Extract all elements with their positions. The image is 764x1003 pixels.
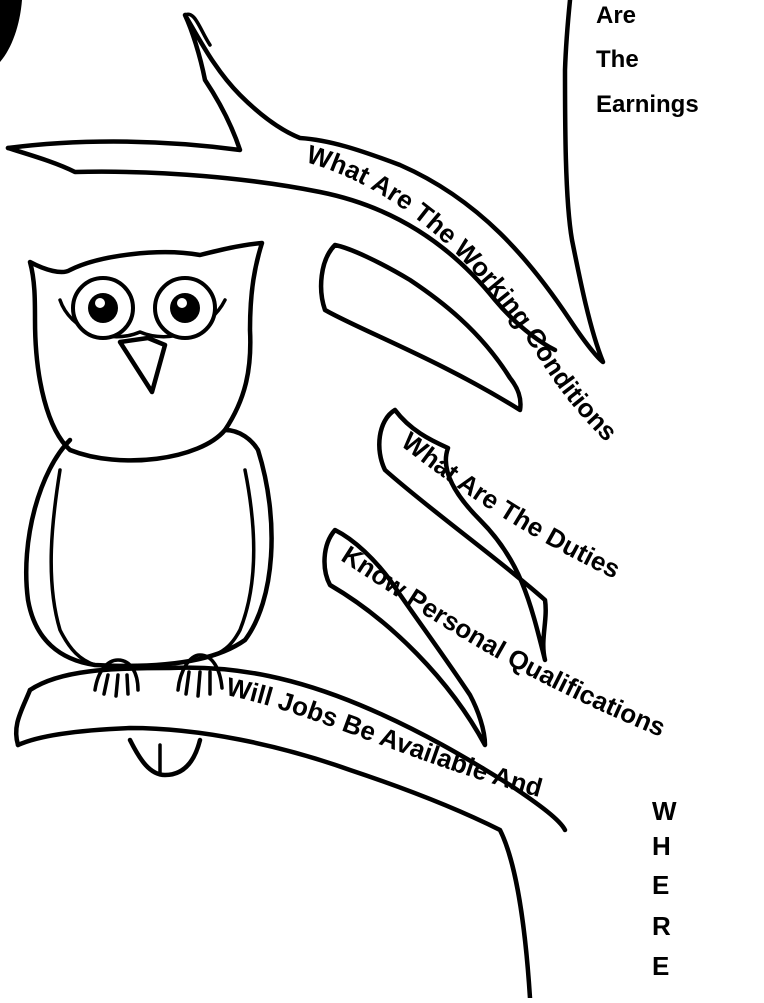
where-letter-w: W [652,796,677,826]
earnings-line-1: Are [596,2,636,29]
where-letter-h: H [652,831,671,861]
corner-blob-shape [0,0,22,62]
qualifications-label: Know Personal Qualifications [337,540,670,743]
earnings-text-group: Are The Earnings [596,2,699,118]
where-letter-e2: E [652,951,669,981]
earnings-line-3: Earnings [596,91,699,118]
where-letter-e: E [652,870,669,900]
tree-perch-branch-stub [16,690,30,745]
where-letter-r: R [652,911,671,941]
working-conditions-label: What Are The Working Conditions [303,139,623,447]
earnings-line-2: The [596,46,639,73]
where-vertical-text: W H E R E [652,796,677,981]
